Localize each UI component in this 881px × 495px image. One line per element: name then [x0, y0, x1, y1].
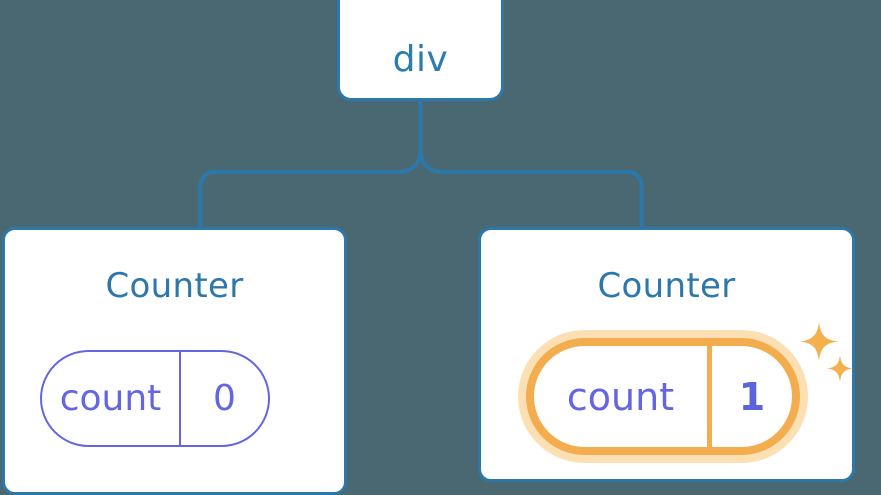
node-counter-left-body: Counter: [5, 230, 344, 303]
state-pill-left-key: count: [59, 377, 162, 419]
connector-branch-left: [198, 146, 423, 230]
state-pill-left-body: count 0: [40, 350, 270, 447]
node-counter-left-title: Counter: [105, 266, 244, 306]
node-counter-right-body: Counter: [481, 230, 852, 303]
state-pill-right[interactable]: count 1: [518, 330, 808, 463]
state-pill-left-value: 0: [213, 377, 236, 419]
state-pill-right-key: count: [566, 374, 675, 419]
node-div[interactable]: div: [337, 0, 504, 101]
state-pill-left-key-cell: count: [42, 352, 181, 445]
state-pill-right-glow: count 1: [518, 330, 808, 463]
state-pill-right-value-cell: 1: [712, 346, 792, 447]
connector-branch-right: [418, 146, 644, 230]
state-pill-left-value-cell: 0: [181, 352, 268, 445]
state-pill-right-body: count 1: [534, 346, 792, 447]
state-pill-right-ring: count 1: [526, 338, 800, 455]
node-div-label: div: [392, 39, 449, 80]
state-pill-left[interactable]: count 0: [40, 350, 270, 447]
node-counter-right-title: Counter: [597, 266, 736, 306]
state-pill-right-key-cell: count: [534, 346, 712, 447]
state-pill-right-value: 1: [738, 374, 766, 419]
